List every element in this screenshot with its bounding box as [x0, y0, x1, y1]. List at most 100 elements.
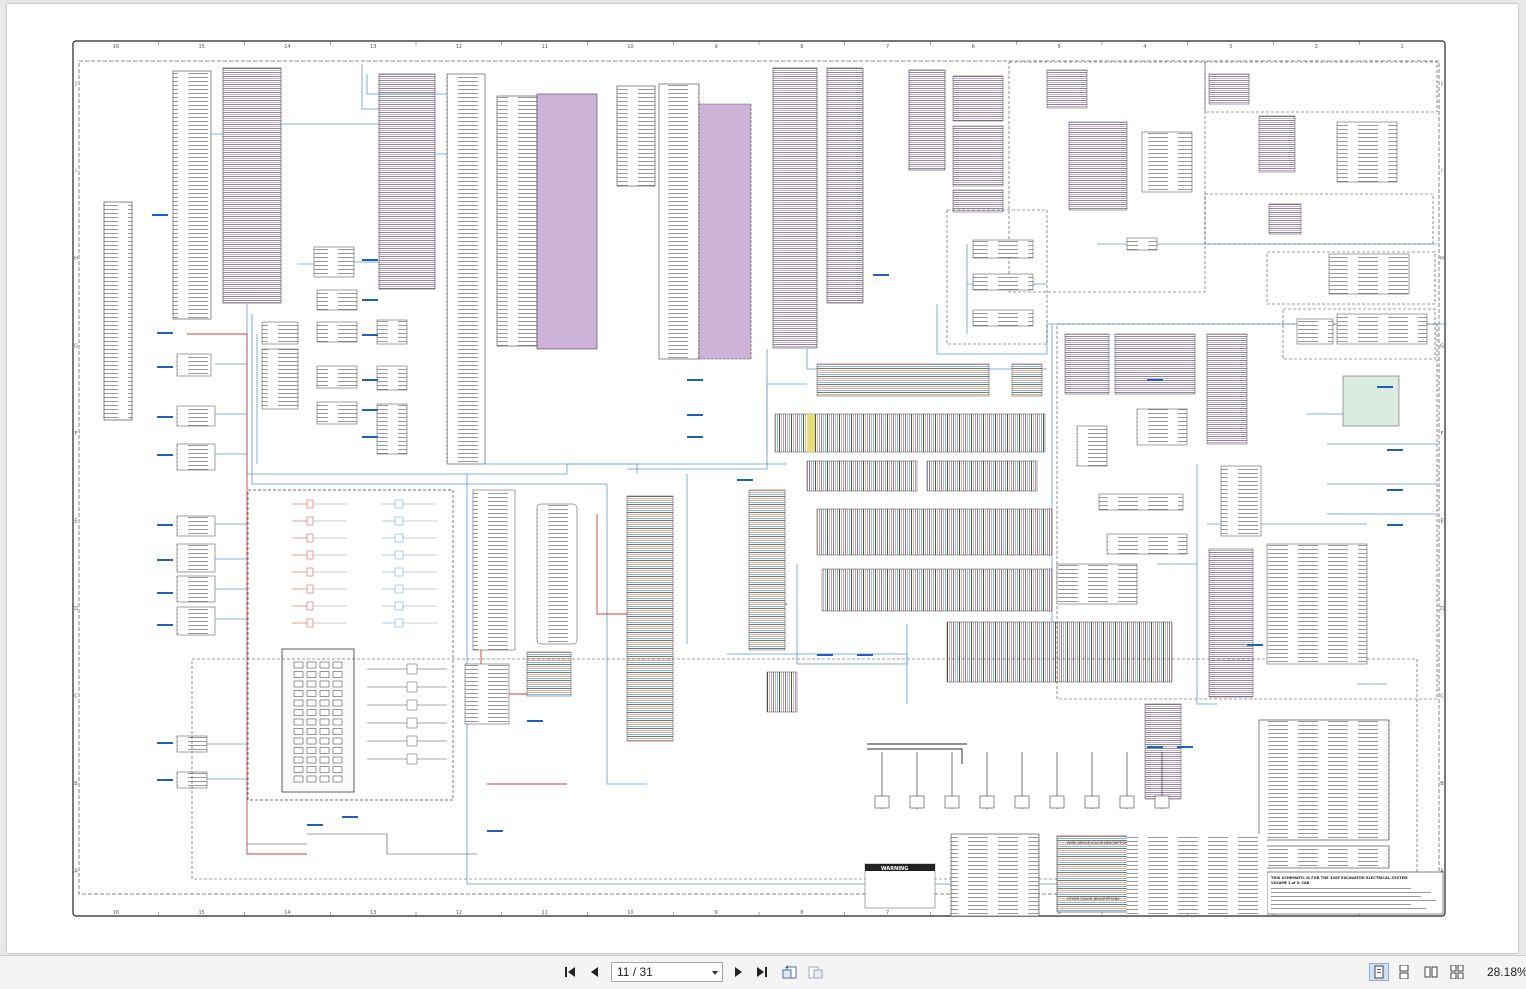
reference-label-mark — [157, 416, 173, 418]
row-letter-right: E — [1440, 518, 1443, 524]
column-number-top: 7 — [886, 44, 889, 50]
page-number-select[interactable]: 11 / 31 — [611, 962, 723, 982]
first-page-icon — [565, 967, 575, 977]
last-page-button[interactable] — [752, 963, 772, 981]
page-number-value: 11 / 31 — [617, 965, 653, 979]
row-letter-right: I — [1441, 168, 1442, 174]
row-letter-right: B — [1440, 781, 1444, 787]
row-letter-left: H — [74, 256, 78, 262]
row-letter-right: A — [1440, 868, 1444, 874]
row-letter-right: D — [1440, 606, 1444, 612]
previous-page-button[interactable] — [585, 963, 605, 981]
next-page-icon — [735, 967, 742, 977]
column-number-top: 1 — [1401, 44, 1404, 50]
row-letter-right: F — [1441, 431, 1444, 437]
reference-label-mark — [157, 779, 173, 781]
two-page-view-button[interactable] — [1421, 963, 1441, 981]
rotate-back-button[interactable] — [780, 963, 800, 981]
row-letter-right: G — [1440, 343, 1444, 349]
column-number-top: 2 — [1315, 44, 1318, 50]
reference-label-mark — [362, 436, 378, 438]
reference-label-mark — [307, 824, 323, 826]
column-number-top: 6 — [972, 44, 975, 50]
reference-label-mark — [687, 436, 703, 438]
title-block-line2: VOLUME 1 of 3: CAB — [1271, 881, 1310, 885]
reference-label-mark — [1177, 746, 1193, 748]
row-letter-left: J — [74, 81, 76, 87]
column-number-top: 15 — [198, 44, 204, 50]
reference-label-mark — [362, 259, 378, 261]
reference-label-mark — [737, 479, 753, 481]
reference-label-mark — [157, 524, 173, 526]
reference-label-mark — [1147, 379, 1163, 381]
reference-label-mark — [1147, 746, 1163, 748]
title-block-line1: THIS SCHEMATIC IS FOR THE 320F EXCAVATOR… — [1271, 876, 1408, 880]
single-page-view-icon — [1374, 965, 1384, 979]
column-number-top: 11 — [541, 44, 547, 50]
reference-label-mark — [527, 720, 543, 722]
reference-label-mark — [1387, 489, 1403, 491]
reference-label-mark — [362, 379, 378, 381]
row-letter-left: B — [74, 781, 78, 787]
row-letter-right: J — [1440, 81, 1442, 87]
electrical-schematic: 1616151514141313121211111010998877665544… — [72, 40, 1447, 917]
column-number-bottom: 8 — [800, 910, 803, 916]
column-number-bottom: 9 — [715, 910, 718, 916]
reference-label-mark — [157, 592, 173, 594]
row-letter-right: C — [1440, 693, 1444, 699]
reference-label-mark — [157, 742, 173, 744]
column-number-bottom: 12 — [456, 910, 462, 916]
column-number-top: 9 — [715, 44, 718, 50]
reference-label-mark — [1387, 449, 1403, 451]
column-number-top: 4 — [1143, 44, 1146, 50]
first-page-button[interactable] — [560, 963, 580, 981]
reference-label-mark — [362, 299, 378, 301]
rotate-forward-button[interactable] — [805, 963, 825, 981]
row-letter-left: G — [74, 343, 78, 349]
column-number-bottom: 5 — [1058, 910, 1061, 916]
column-number-bottom: 11 — [541, 910, 547, 916]
column-number-bottom: 7 — [886, 910, 889, 916]
reference-label-mark — [362, 334, 378, 336]
chevron-down-icon — [712, 971, 718, 975]
reference-label-mark — [157, 366, 173, 368]
rotate-forward-icon — [808, 966, 823, 979]
row-letter-left: E — [74, 518, 77, 524]
document-viewer[interactable]: 1616151514141313121211111010998877665544… — [0, 0, 1526, 955]
reference-label-mark — [1387, 524, 1403, 526]
reference-label-mark — [687, 414, 703, 416]
reference-label-mark — [362, 409, 378, 411]
continuous-view-button[interactable] — [1394, 963, 1414, 981]
next-page-button[interactable] — [728, 963, 748, 981]
continuous-two-page-view-button[interactable] — [1447, 963, 1467, 981]
row-letter-right: H — [1440, 256, 1444, 262]
last-page-icon — [757, 967, 767, 977]
column-number-bottom: 15 — [198, 910, 204, 916]
column-number-top: 13 — [370, 44, 376, 50]
schematic-page: 1616151514141313121211111010998877665544… — [7, 4, 1518, 953]
reference-label-mark — [817, 654, 833, 656]
single-page-view-button[interactable] — [1369, 963, 1389, 981]
reference-label-mark — [342, 816, 358, 818]
rotate-back-icon — [782, 965, 797, 979]
column-number-bottom: 13 — [370, 910, 376, 916]
column-number-bottom: 16 — [113, 910, 119, 916]
zoom-level[interactable]: 28.18% — [1487, 965, 1526, 979]
column-number-bottom: 14 — [284, 910, 290, 916]
column-number-top: 8 — [800, 44, 803, 50]
warning-label: WARNING — [881, 866, 908, 872]
wire-group-title: WIRE GROUP COLOR DESCRIPTIONS — [1067, 841, 1131, 845]
previous-page-icon — [591, 967, 598, 977]
other-color-title: OTHER COLOR DESCRIPTIONS — [1067, 897, 1120, 901]
reference-label-mark — [487, 830, 503, 832]
continuous-view-icon — [1399, 965, 1409, 979]
continuous-two-page-view-icon — [1450, 965, 1464, 979]
reference-label-mark — [157, 332, 173, 334]
reference-label-mark — [157, 624, 173, 626]
row-letter-left: A — [74, 868, 78, 874]
reference-label-mark — [157, 559, 173, 561]
row-letter-left: D — [74, 606, 78, 612]
reference-label-mark — [1377, 386, 1393, 388]
column-number-top: 16 — [113, 44, 119, 50]
reference-label-mark — [152, 214, 168, 216]
